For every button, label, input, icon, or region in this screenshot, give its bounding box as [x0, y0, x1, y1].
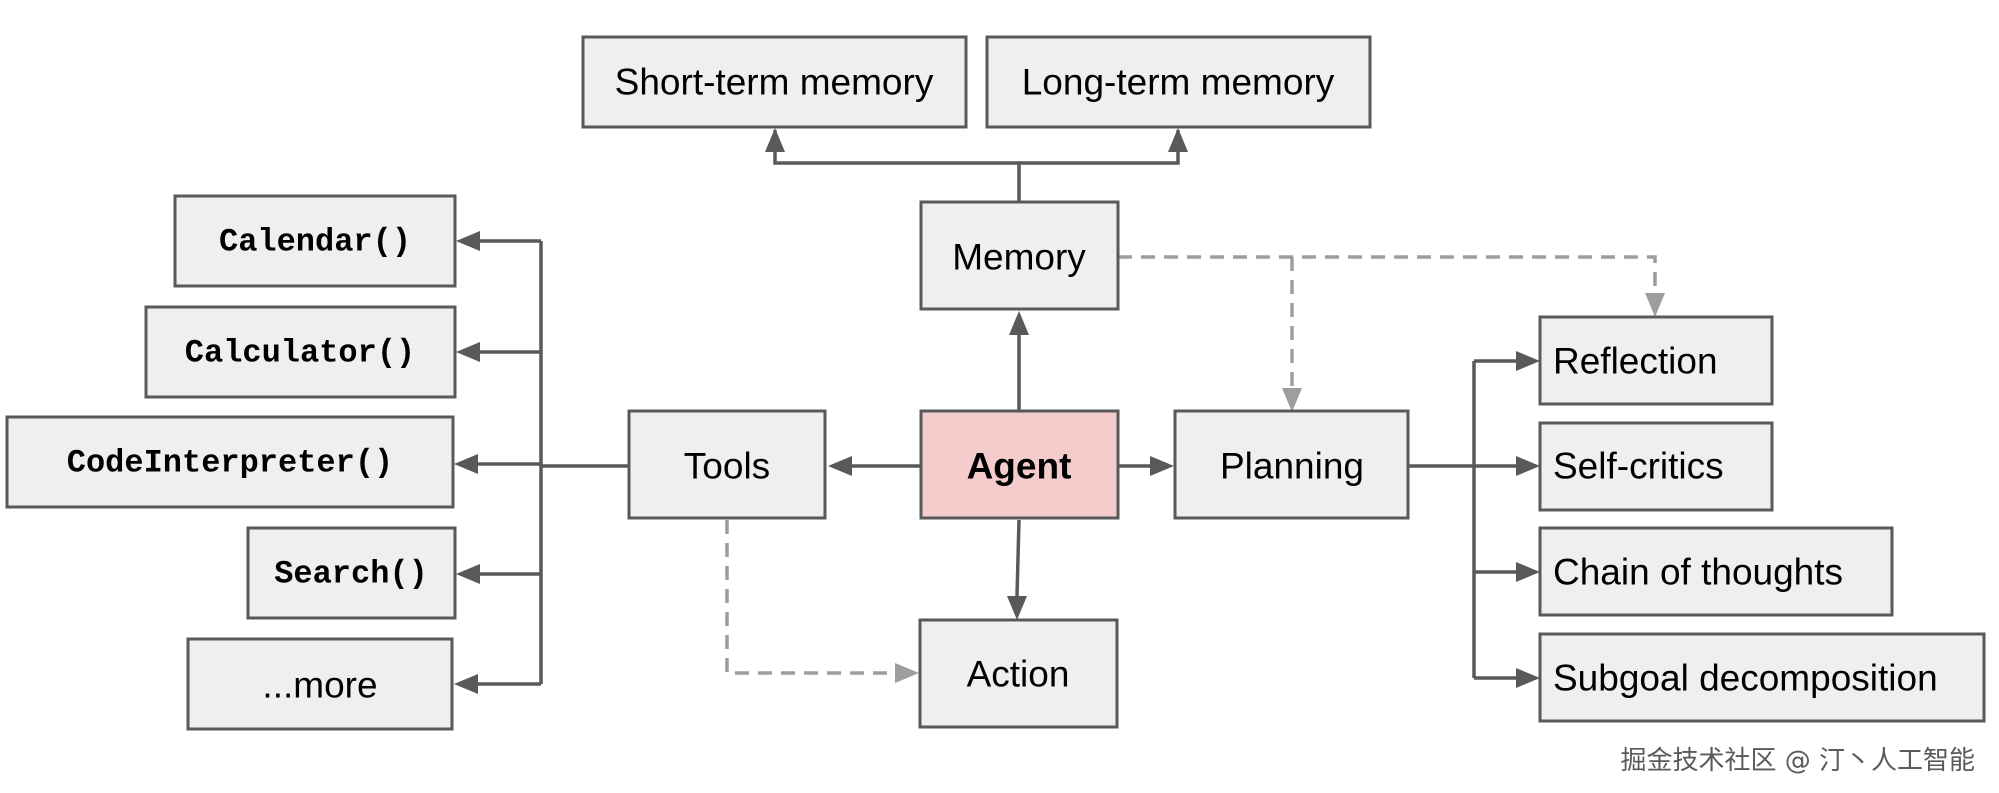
code-interpreter-label: CodeInterpreter() — [67, 445, 393, 482]
node-agent: Agent — [919, 409, 1120, 520]
long-term-memory-label: Long-term memory — [1022, 62, 1335, 103]
node-tools: Tools — [627, 409, 827, 520]
short-term-memory-label: Short-term memory — [615, 62, 934, 103]
node-planning: Planning — [1173, 409, 1410, 520]
calendar-label: Calendar() — [219, 224, 411, 261]
watermark: 掘金技术社区 @ 汀丶人工智能 — [1620, 746, 1975, 776]
arrowhead-tools — [828, 456, 852, 476]
memory-label: Memory — [952, 237, 1086, 278]
arrowhead-action — [1007, 596, 1027, 620]
self-critics-label: Self-critics — [1553, 446, 1724, 487]
arrowhead-subgoal — [1516, 668, 1540, 688]
node-chain-of-thoughts: Chain of thoughts — [1538, 526, 1894, 617]
edges — [454, 128, 1665, 694]
planning-label: Planning — [1220, 446, 1364, 487]
node-long-term-memory: Long-term memory — [985, 35, 1372, 129]
arrowhead-dashed-reflection — [1645, 293, 1665, 317]
arrowhead-search — [456, 564, 480, 584]
calculator-label: Calculator() — [185, 335, 415, 372]
node-search: Search() — [246, 526, 457, 620]
agent-label: Agent — [967, 446, 1072, 487]
arrowhead-reflection — [1516, 351, 1540, 371]
edge-dashed-memory-trunk — [1118, 255, 1657, 293]
arrowhead-planning — [1150, 456, 1174, 476]
arrowhead-dashed-planning — [1282, 388, 1302, 412]
node-self-critics: Self-critics — [1538, 421, 1774, 512]
subgoal-decomposition-label: Subgoal decomposition — [1553, 658, 1938, 699]
edge-agent-action — [1015, 519, 1021, 597]
node-code-interpreter: CodeInterpreter() — [5, 415, 455, 509]
node-short-term-memory: Short-term memory — [581, 35, 968, 129]
node-action: Action — [918, 618, 1119, 729]
reflection-label: Reflection — [1553, 341, 1718, 382]
arrowhead-memory — [1009, 311, 1029, 335]
search-label: Search() — [274, 556, 428, 593]
arrowhead-dashed-action — [895, 663, 919, 683]
arrowhead-short-term — [765, 128, 785, 152]
arrowhead-chain-of-thoughts — [1516, 562, 1540, 582]
node-memory: Memory — [919, 200, 1120, 311]
arrowhead-more — [454, 674, 478, 694]
edge-dashed-tools-action — [725, 520, 895, 675]
chain-of-thoughts-label: Chain of thoughts — [1553, 552, 1843, 593]
node-more: ...more — [186, 637, 454, 731]
tools-label: Tools — [684, 446, 770, 487]
node-reflection: Reflection — [1538, 315, 1774, 406]
action-label: Action — [967, 654, 1070, 695]
node-subgoal-decomposition: Subgoal decomposition — [1538, 632, 1986, 723]
more-label: ...more — [262, 665, 377, 706]
edge-memory-trunk — [773, 130, 1021, 202]
node-calculator: Calculator() — [144, 305, 457, 399]
arrowhead-code-interpreter — [454, 454, 478, 474]
arrowhead-self-critics — [1516, 456, 1540, 476]
arrowhead-long-term — [1168, 128, 1188, 152]
arrowhead-calendar — [456, 231, 480, 251]
edge-memory-long-branch — [1019, 130, 1180, 165]
node-calendar: Calendar() — [173, 194, 457, 288]
arrowhead-calculator — [456, 342, 480, 362]
